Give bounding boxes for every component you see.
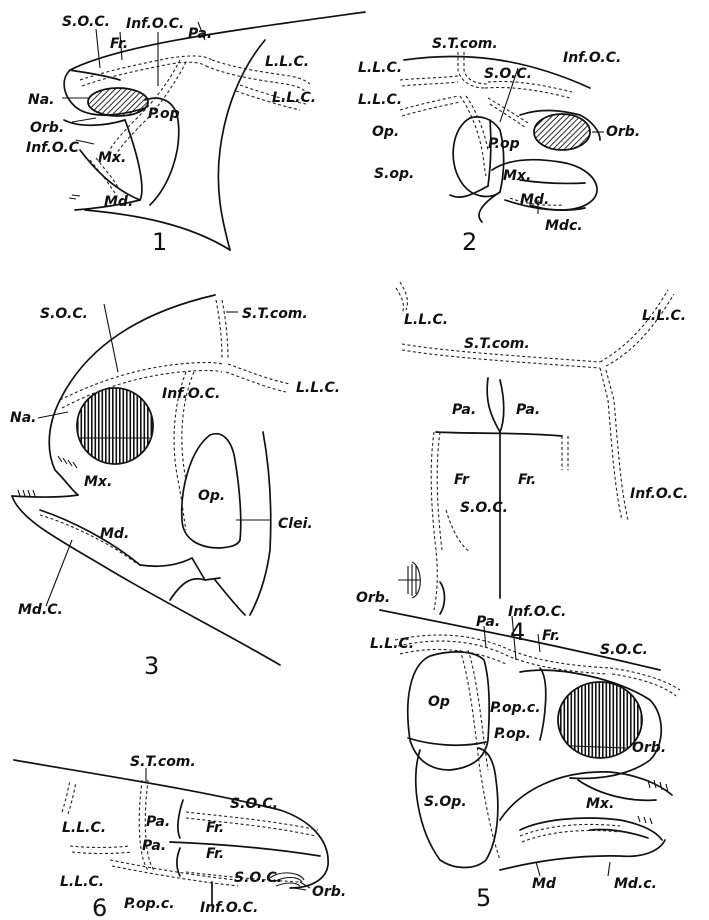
- label-na: Na.: [28, 92, 54, 108]
- figure-number: 1: [152, 228, 167, 256]
- label-llc: L.L.C.: [60, 874, 104, 890]
- label-soc: S.O.C.: [234, 870, 282, 886]
- label-mx: Mx.: [84, 474, 112, 490]
- label-llc: L.L.C.: [404, 312, 448, 328]
- label-soc: S.O.C.: [62, 14, 110, 30]
- label-md: Md: [532, 876, 557, 892]
- label-stcom: S.T.com.: [464, 336, 530, 352]
- label-md: Md.: [100, 526, 129, 542]
- label-infoc: Inf.O.C: [26, 140, 80, 156]
- fig6-labels: S.T.com. L.L.C. Pa. S.O.C. Pa. Fr. Fr. L…: [60, 754, 346, 916]
- label-orb: Orb.: [606, 124, 640, 140]
- label-fr: Fr.: [206, 846, 224, 862]
- fig1-labels: S.O.C. Fr. Inf.O.C. Pa. L.L.C. L.L.C. Na…: [26, 14, 316, 210]
- label-infoc: Inf.O.C.: [200, 900, 258, 916]
- label-fr: Fr.: [518, 472, 536, 488]
- label-orb: Orb.: [356, 590, 390, 606]
- label-stcom: S.T.com.: [242, 306, 308, 322]
- figure-number: 3: [144, 652, 159, 680]
- label-orb: Orb.: [30, 120, 64, 136]
- label-op: Op: [428, 694, 450, 710]
- figure-3: S.O.C. S.T.com. L.L.C. Inf.O.C. Na. Mx. …: [10, 295, 340, 680]
- label-infoc: Inf.O.C.: [162, 386, 220, 402]
- label-stcom: S.T.com.: [432, 36, 498, 52]
- figure-number: 5: [476, 884, 491, 912]
- label-op: Op.: [198, 488, 225, 504]
- label-llc: L.L.C.: [370, 636, 414, 652]
- fig3-orbit: [77, 388, 153, 464]
- label-pop: P.op.: [494, 726, 531, 742]
- label-na: Na.: [10, 410, 36, 426]
- figure-number: 2: [462, 228, 477, 256]
- figure-6: S.T.com. L.L.C. Pa. S.O.C. Pa. Fr. Fr. L…: [14, 754, 346, 920]
- label-infoc: Inf.O.C.: [630, 486, 688, 502]
- figure-number: 6: [92, 894, 107, 920]
- fig1-orbit: [88, 88, 148, 116]
- label-llc: L.L.C.: [358, 60, 402, 76]
- label-mdc: Mdc.: [545, 218, 583, 234]
- fig1-canals: [80, 56, 310, 193]
- fig4-orbit: [398, 562, 420, 598]
- label-md: Md.: [104, 194, 133, 210]
- figure-1: S.O.C. Fr. Inf.O.C. Pa. L.L.C. L.L.C. Na…: [26, 12, 365, 256]
- label-pop: P.op: [148, 106, 180, 122]
- label-mx: Mx.: [503, 168, 531, 184]
- fig2-labels: S.T.com. Inf.O.C. L.L.C. S.O.C. L.L.C. O…: [358, 36, 640, 234]
- label-fr: Fr: [454, 472, 470, 488]
- label-mx: Mx.: [98, 150, 126, 166]
- fig4-labels: L.L.C. L.L.C. S.T.com. Pa. Pa. Fr Fr. S.…: [356, 308, 688, 606]
- label-pa: Pa.: [516, 402, 540, 418]
- label-soc: S.O.C.: [600, 642, 648, 658]
- label-pa: Pa.: [146, 814, 170, 830]
- label-orb: Orb.: [632, 740, 666, 756]
- label-sop: S.Op.: [424, 794, 467, 810]
- label-llc: L.L.C.: [62, 820, 106, 836]
- fig5-teeth: [638, 780, 668, 824]
- figure-5: Pa. Inf.O.C. Fr. L.L.C. S.O.C. Op P.op.c…: [370, 604, 680, 912]
- label-infoc: Inf.O.C.: [508, 604, 566, 620]
- label-orb: Orb.: [312, 884, 346, 900]
- label-llc: L.L.C.: [296, 380, 340, 396]
- label-pa: Pa.: [452, 402, 476, 418]
- label-mx: Mx.: [586, 796, 614, 812]
- label-llc: L.L.C.: [642, 308, 686, 324]
- label-soc: S.O.C.: [460, 500, 508, 516]
- label-clei: Clei.: [278, 516, 313, 532]
- label-mdc: Md.C.: [18, 602, 63, 618]
- label-op: Op.: [372, 124, 399, 140]
- fig4-canals: [396, 282, 674, 610]
- label-llc: L.L.C.: [358, 92, 402, 108]
- label-pa: Pa.: [188, 26, 212, 42]
- label-soc: S.O.C.: [40, 306, 88, 322]
- label-fr: Fr.: [110, 36, 128, 52]
- fig3-leaders: [38, 304, 270, 606]
- figure-4: L.L.C. L.L.C. S.T.com. Pa. Pa. Fr Fr. S.…: [356, 282, 688, 646]
- label-stcom: S.T.com.: [130, 754, 196, 770]
- label-popc: P.op.c.: [490, 700, 541, 716]
- label-infoc: Inf.O.C.: [126, 16, 184, 32]
- label-sop: S.op.: [374, 166, 414, 182]
- label-pa: Pa.: [142, 838, 166, 854]
- label-infoc: Inf.O.C.: [563, 50, 621, 66]
- label-md: Md.: [520, 192, 549, 208]
- label-pa: Pa.: [476, 614, 500, 630]
- label-fr: Fr.: [542, 628, 560, 644]
- label-soc: S.O.C.: [484, 66, 532, 82]
- label-fr: Fr.: [206, 820, 224, 836]
- label-pop: P.op: [488, 136, 520, 152]
- fig2-orbit: [534, 114, 590, 150]
- label-soc: S.O.C.: [230, 796, 278, 812]
- label-llc: L.L.C.: [272, 90, 316, 106]
- fig3-teeth: [18, 456, 77, 496]
- label-llc: L.L.C.: [265, 54, 309, 70]
- label-mdc: Md.c.: [614, 876, 657, 892]
- label-popc: P.op.c.: [124, 896, 175, 912]
- figure-2: S.T.com. Inf.O.C. L.L.C. S.O.C. L.L.C. O…: [358, 36, 640, 256]
